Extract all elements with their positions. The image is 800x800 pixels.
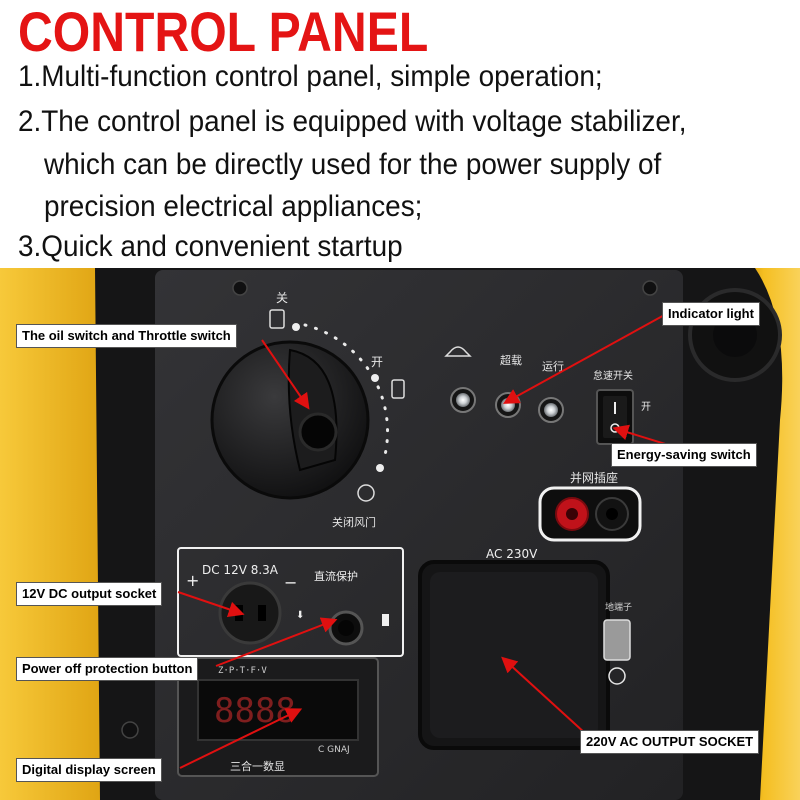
screw-icon <box>232 280 248 296</box>
oil-warning-icon <box>444 346 472 357</box>
grid-socket-label: 并网插座 <box>570 470 618 485</box>
callout-dc-output-socket: 12V DC output socket <box>16 582 163 606</box>
fuel-tap-on-icon <box>391 379 405 399</box>
running-light <box>544 403 558 417</box>
callout-oil-throttle-switch: The oil switch and Throttle switch <box>16 324 237 348</box>
ground-icon <box>608 667 626 685</box>
display-digits: 8888 <box>214 691 296 731</box>
knob-off-label: 关 <box>276 291 288 305</box>
dc-output-socket[interactable] <box>218 581 282 645</box>
screw-icon <box>121 721 139 739</box>
display-header: Z·P·T·F·V <box>218 666 267 676</box>
dc-rating-label: DC 12V 8.3A <box>202 563 279 577</box>
screw-icon <box>642 280 658 296</box>
oil-warning-light <box>456 393 470 407</box>
knob-on-label: 开 <box>371 355 383 369</box>
panel-illustration: 关 开 关闭风门 超载 运行 怠速开关 开 并网插座 DC 12V 8.3A <box>0 268 800 800</box>
feature-line-2-end: precision electrical appliances; <box>44 190 423 223</box>
dc-protect-label: 直流保护 <box>314 569 358 583</box>
heading-area: CONTROL PANEL 1.Multi-function control p… <box>0 0 800 268</box>
ground-terminal-label: 地端子 <box>605 601 632 613</box>
running-label: 运行 <box>542 360 564 373</box>
digital-display-screen <box>197 679 359 741</box>
ac-rating-label: AC 230V <box>486 547 538 561</box>
feature-line-2-cont: which can be directly used for the power… <box>44 148 662 181</box>
eco-on-label: 开 <box>641 402 651 413</box>
protect-off-icon <box>382 614 389 626</box>
control-panel-photo: 关 开 关闭风门 超载 运行 怠速开关 开 并网插座 DC 12V 8.3A <box>0 268 800 800</box>
choke-icon <box>357 484 375 502</box>
callout-energy-saving-switch: Energy-saving switch <box>611 443 757 467</box>
dc-section-frame <box>177 547 404 657</box>
feature-line-1: 1.Multi-function control panel, simple o… <box>18 60 603 93</box>
dc-plus-label: + <box>186 571 199 590</box>
reset-arrow-icon: ⬇ <box>296 610 304 621</box>
display-brand: C GNAJ <box>318 745 350 755</box>
choke-closed-label: 关闭风门 <box>332 515 376 529</box>
display-caption: 三合一数显 <box>230 759 285 773</box>
feature-line-3: 3.Quick and convenient startup <box>18 230 403 263</box>
page-title: CONTROL PANEL <box>18 0 429 63</box>
callout-digital-display: Digital display screen <box>16 758 162 782</box>
overload-light <box>501 398 515 412</box>
feature-line-2: 2.The control panel is equipped with vol… <box>18 105 687 138</box>
dc-minus-label: − <box>284 573 297 592</box>
callout-ac-output-socket: 220V AC OUTPUT SOCKET <box>580 730 760 754</box>
callout-indicator-light: Indicator light <box>662 302 760 326</box>
overload-label: 超载 <box>500 353 522 367</box>
eco-switch-label: 怠速开关 <box>593 369 633 382</box>
ground-terminal[interactable] <box>603 619 631 661</box>
fuel-tap-icon <box>269 309 285 329</box>
callout-power-off-button: Power off protection button <box>16 657 199 681</box>
